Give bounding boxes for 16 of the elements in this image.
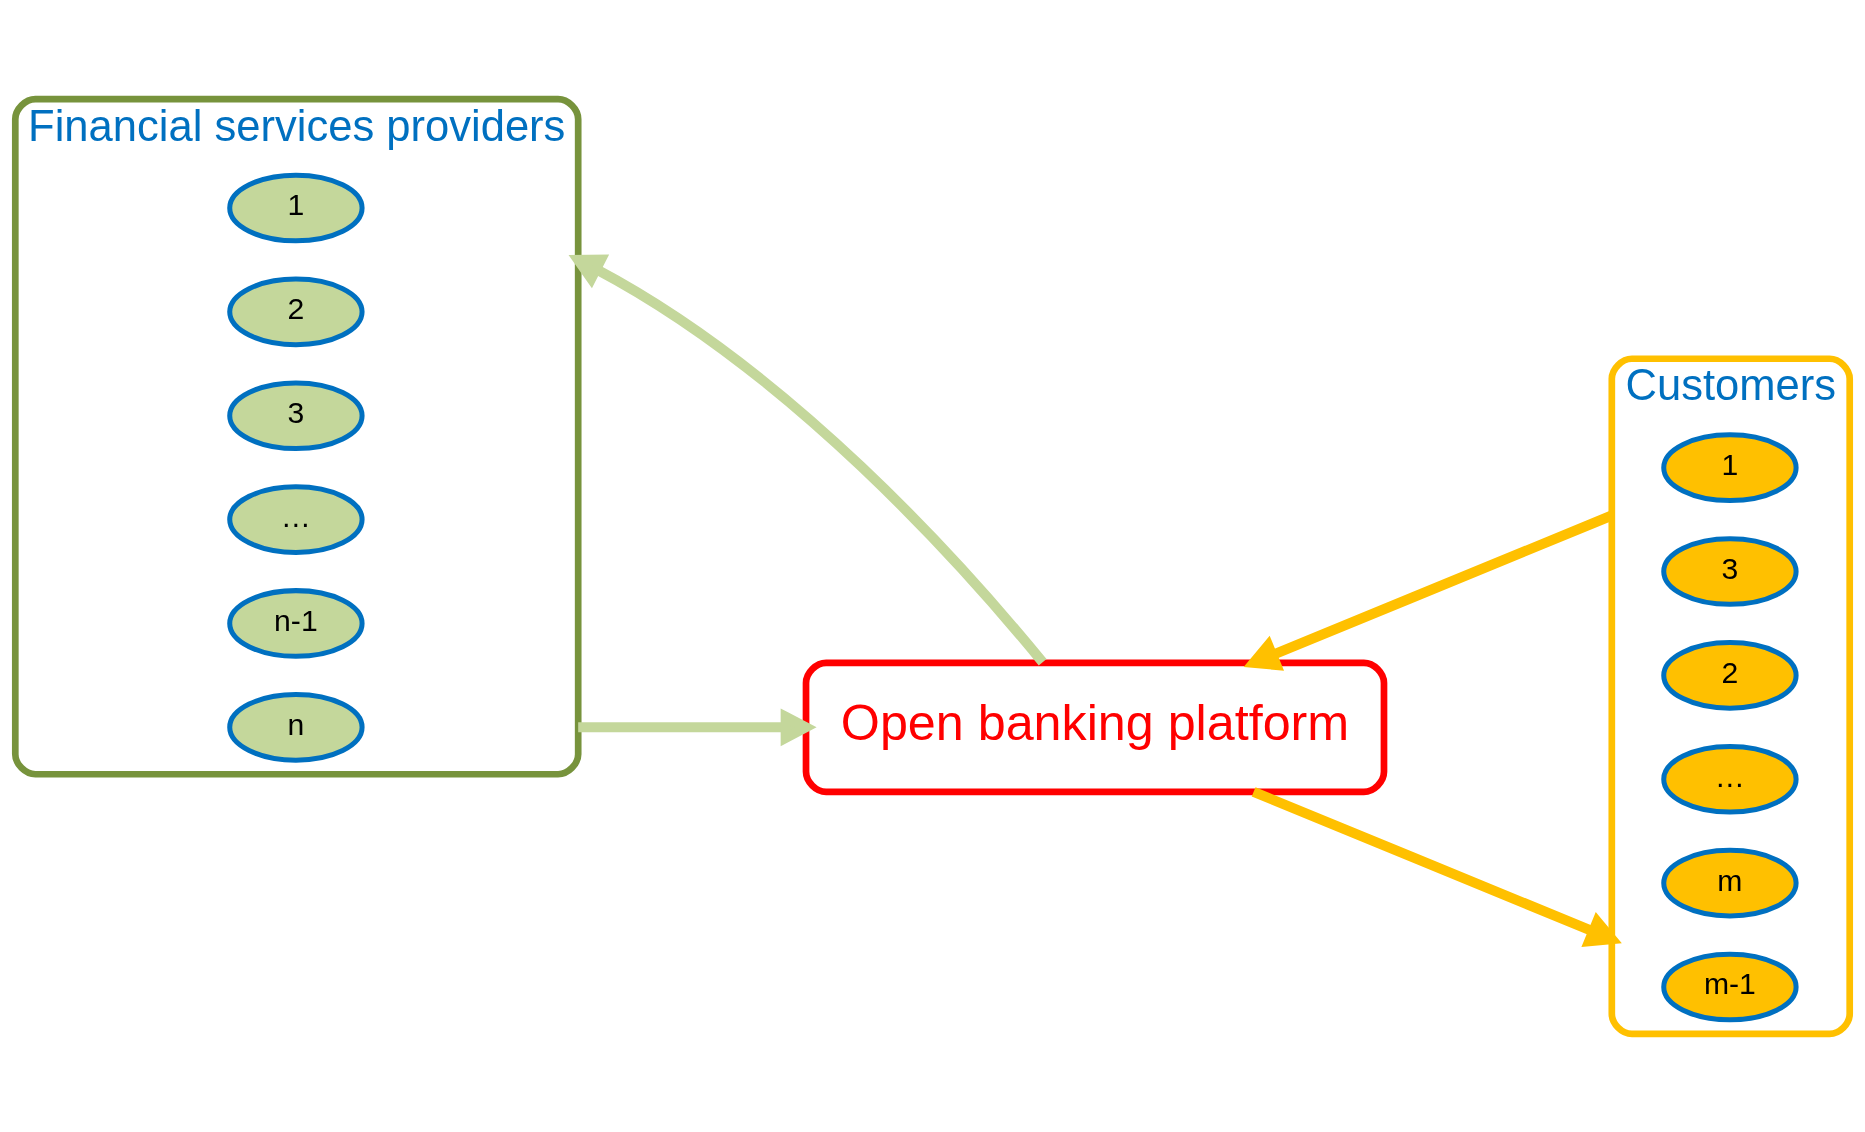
arrow: [568, 254, 1047, 665]
node-ellipse: …: [227, 483, 365, 555]
arrow: [578, 707, 817, 746]
node-ellipse: 3: [227, 379, 365, 451]
node-box: Open banking platform: [802, 659, 1388, 795]
node-ellipse: m-1: [1661, 951, 1799, 1022]
node-ellipse: …: [1661, 743, 1799, 815]
node-ellipse: n-1: [227, 587, 365, 659]
node-ellipse: n: [227, 691, 365, 763]
node-ellipse: 3: [1661, 535, 1799, 607]
node-ellipse: m: [1661, 847, 1799, 918]
node-ellipse: 1: [1661, 431, 1799, 503]
node-ellipse: 2: [227, 276, 365, 347]
arrow: [1251, 786, 1622, 947]
node-ellipse: 2: [1661, 639, 1799, 711]
node-ellipse: 1: [227, 172, 365, 243]
